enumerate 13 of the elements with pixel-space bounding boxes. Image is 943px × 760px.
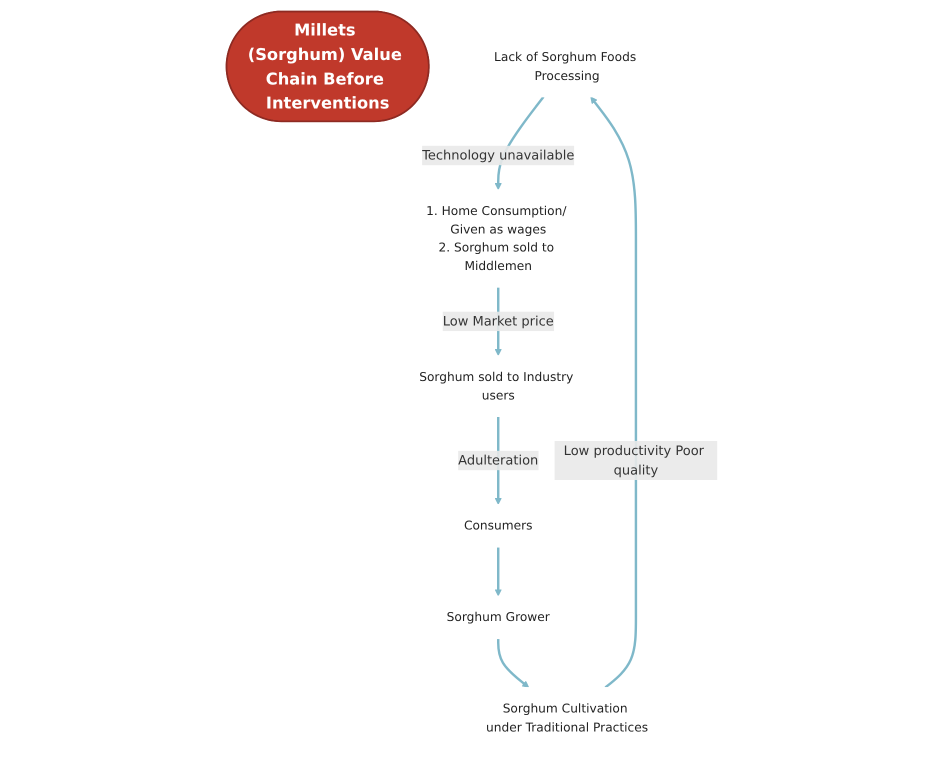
- node-text: 1. Home Consumption/ Given as wages 2. Sorghum sold to Middlemen: [426, 203, 566, 274]
- arrow: [496, 638, 529, 688]
- node-text: Sorghum Cultivation under Traditional Practices: [486, 701, 648, 734]
- edge-label: Low Market price: [442, 313, 554, 329]
- node-text: Consumers: [464, 518, 532, 533]
- node-text: Sorghum Grower: [446, 610, 550, 624]
- arrow: [590, 96, 637, 688]
- edge-label: Adulteration: [458, 452, 538, 468]
- arrow: [494, 547, 502, 596]
- edge-label: Low productivity Poor quality: [563, 442, 704, 478]
- node-text: Sorghum sold to Industry users: [418, 369, 573, 402]
- node-text: Lack of Sorghum Foods Processing: [494, 50, 636, 83]
- edge-label: Technology unavailable: [422, 147, 574, 163]
